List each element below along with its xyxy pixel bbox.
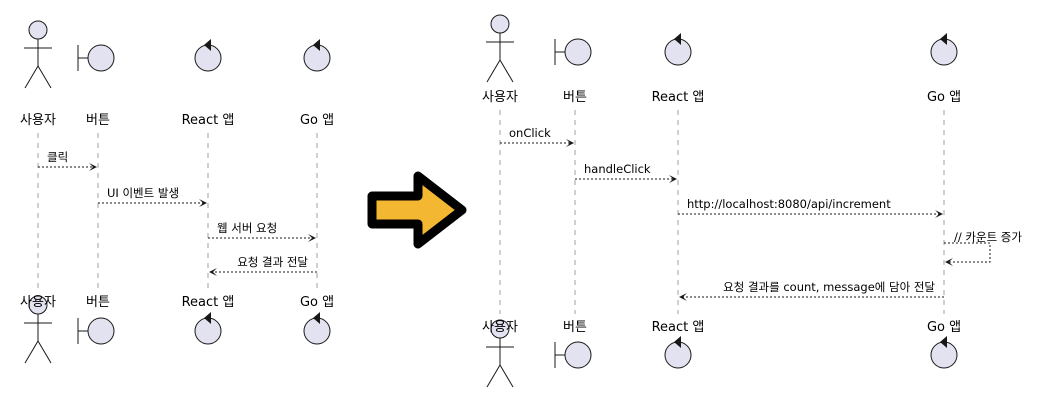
go-control-icon: [303, 39, 331, 72]
right-arrow-icon: [367, 171, 467, 249]
message-label: handleClick: [584, 162, 651, 176]
user-actor-icon: [24, 295, 52, 364]
message-arrow: 요청 결과 전달: [209, 255, 317, 276]
message-arrow: // 카운트 증가: [944, 230, 1022, 266]
user-actor-icon: [486, 14, 514, 83]
react-control-icon: [664, 33, 692, 66]
message-arrow: http://localhost:8080/api/increment: [678, 197, 943, 218]
participant-label-user: 사용자: [482, 90, 518, 105]
participant-label-user: 사용자: [20, 113, 56, 128]
message-label: 요청 결과 전달: [237, 255, 308, 269]
participant-label-go: Go 앱: [927, 320, 961, 335]
message-label: http://localhost:8080/api/increment: [687, 197, 891, 211]
message-arrow: handleClick: [575, 162, 677, 183]
button-boundary-icon: [554, 38, 592, 66]
participant-label-react: React 앱: [652, 90, 705, 105]
message-arrow: 웹 서버 요청: [208, 221, 316, 242]
participant-label-user: 사용자: [20, 295, 56, 310]
user-actor-icon: [24, 20, 52, 89]
participant-label-user: 사용자: [482, 320, 518, 335]
message-arrow: UI 이벤트 발생: [98, 186, 207, 207]
go-control-icon: [930, 336, 958, 369]
participant-label-go: Go 앱: [927, 90, 961, 105]
participant-label-react: React 앱: [182, 295, 235, 310]
message-label: 요청 결과를 count, message에 담아 전달: [723, 280, 935, 294]
message-arrow: onClick: [500, 126, 574, 147]
button-boundary-icon: [77, 317, 115, 345]
message-label: 웹 서버 요청: [217, 221, 277, 235]
participant-label-button: 버튼: [563, 90, 587, 105]
transition-arrow: [367, 171, 467, 249]
go-control-icon: [930, 33, 958, 66]
participant-label-button: 버튼: [86, 113, 110, 128]
message-arrow: 요청 결과를 count, message에 담아 전달: [679, 280, 944, 301]
participant-label-go: Go 앱: [300, 113, 334, 128]
message-arrow: 클릭: [38, 150, 97, 171]
participant-label-button: 버튼: [563, 320, 587, 335]
participant-label-react: React 앱: [652, 320, 705, 335]
participant-label-button: 버튼: [86, 295, 110, 310]
message-label: UI 이벤트 발생: [107, 186, 179, 200]
message-label: onClick: [509, 126, 551, 140]
react-control-icon: [664, 336, 692, 369]
react-control-icon: [194, 312, 222, 345]
button-boundary-icon: [554, 341, 592, 369]
go-control-icon: [303, 312, 331, 345]
message-label: 클릭: [47, 150, 68, 164]
participant-label-react: React 앱: [182, 113, 235, 128]
button-boundary-icon: [77, 44, 115, 72]
message-label: // 카운트 증가: [954, 230, 1022, 244]
react-control-icon: [194, 39, 222, 72]
participant-label-go: Go 앱: [300, 295, 334, 310]
user-actor-icon: [486, 319, 514, 388]
